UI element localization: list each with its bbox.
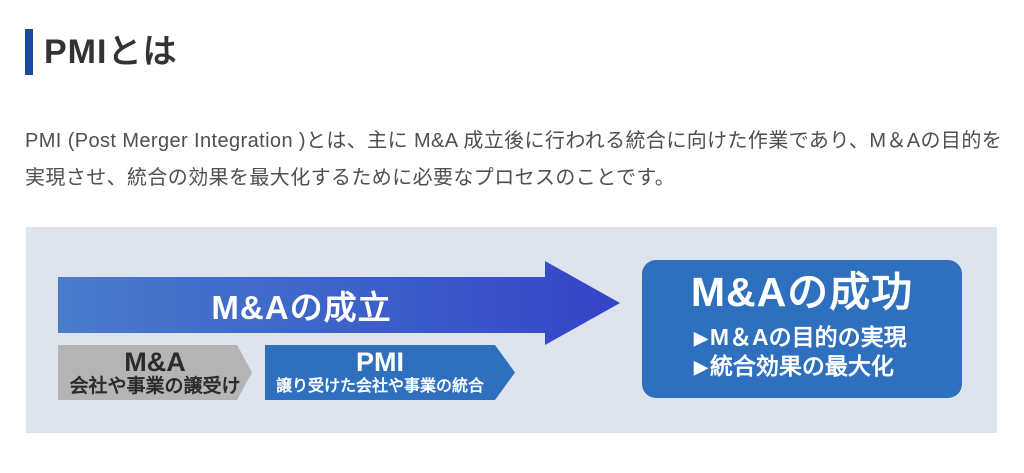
paragraph-line: 実現させ、統合の効果を最大化するために必要なプロセスのことです。 — [25, 167, 676, 189]
success-bullet-text: 統合効果の最大化 — [709, 353, 894, 379]
success-box: M&Aの成功 ▶M＆Aの目的の実現 ▶統合効果の最大化 — [642, 260, 962, 398]
ma-arrow-subtitle: 会社や事業の譲受け — [69, 375, 241, 397]
ma-arrow-shape — [58, 345, 252, 400]
success-bullet-list: ▶M＆Aの目的の実現 ▶統合効果の最大化 — [642, 324, 962, 382]
pmi-arrow-title: PMI — [355, 347, 404, 377]
diagram-shapes — [58, 261, 620, 400]
ma-arrow-label: M&A 会社や事業の譲受け — [58, 346, 252, 400]
pmi-arrow-label: PMI 譲り受けた会社や事業の統合 — [265, 346, 495, 400]
success-bullet: ▶M＆Aの目的の実現 — [694, 324, 962, 353]
page-title: PMIとは — [44, 33, 178, 71]
triangle-bullet-icon: ▶ — [694, 357, 708, 377]
success-bullet-text: M＆Aの目的の実現 — [709, 324, 907, 350]
success-box-title: M&Aの成功 — [690, 269, 914, 315]
success-bullet: ▶統合効果の最大化 — [694, 353, 962, 382]
heading-accent-bar — [25, 29, 33, 75]
pmi-arrow-subtitle: 譲り受けた会社や事業の統合 — [275, 378, 484, 395]
pmi-arrow-shape — [265, 345, 515, 400]
ma-arrow-title: M&A — [124, 346, 186, 377]
triangle-bullet-icon: ▶ — [694, 328, 708, 348]
main-arrow-shape — [58, 261, 620, 345]
pmi-process-diagram: M&Aの成立 M&A 会社や事業の譲受け PMI 譲り受けた会社や事業の統合 M… — [26, 227, 997, 433]
intro-paragraph: PMI (Post Merger Integration )とは、主に M&A … — [25, 123, 1015, 197]
main-arrow-label: M&Aの成立 — [211, 289, 392, 326]
paragraph-line: PMI (Post Merger Integration )とは、主に M&A … — [25, 130, 1003, 152]
